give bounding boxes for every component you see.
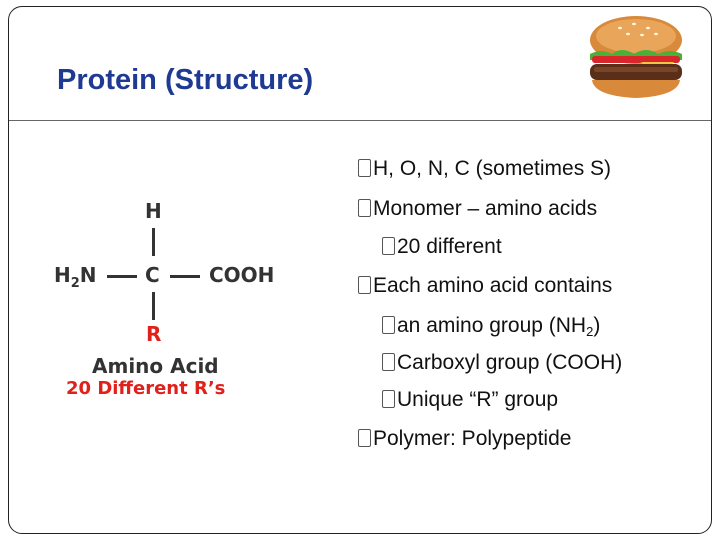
- bullet-glyph-icon: [382, 237, 395, 255]
- bullet-text: H, O, N, C (sometimes S): [373, 157, 612, 180]
- atom-r: R: [146, 322, 162, 346]
- bullet-text: Each amino acid contains: [373, 274, 613, 297]
- bullet-item: Each amino acid contains: [358, 274, 612, 298]
- bullet-text: 20 different: [397, 235, 502, 258]
- h2n-n: N: [79, 263, 97, 287]
- bullet-item: an amino group (NH2): [382, 314, 600, 339]
- bullet-item: H, O, N, C (sometimes S): [358, 157, 611, 181]
- slide-title: Protein (Structure): [57, 64, 314, 96]
- bullet-item: Polymer: Polypeptide: [358, 427, 571, 451]
- atom-c: C: [145, 263, 160, 287]
- hamburger-icon: [590, 16, 682, 98]
- bond-left: [107, 275, 137, 278]
- bullet-item: Carboxyl group (COOH): [382, 351, 622, 375]
- bond-bottom: [152, 292, 155, 320]
- bullet-glyph-icon: [358, 429, 371, 447]
- title-divider: [9, 120, 711, 121]
- bullet-text: an amino group (NH: [397, 314, 587, 337]
- bullet-glyph-icon: [382, 390, 395, 408]
- diagram-caption: Amino Acid: [92, 354, 219, 378]
- bullet-text: Monomer – amino acids: [373, 197, 598, 220]
- bullet-glyph-icon: [358, 199, 371, 217]
- slide-frame: [8, 6, 712, 534]
- h2n-sub: 2: [70, 276, 80, 291]
- bullet-subscript: 2: [586, 324, 594, 339]
- bullet-glyph-icon: [358, 159, 371, 177]
- bullet-text: Carboxyl group (COOH): [397, 351, 623, 374]
- bullet-text: Unique “R” group: [397, 388, 559, 411]
- bullet-item: Unique “R” group: [382, 388, 558, 412]
- atom-h: H: [145, 199, 162, 223]
- h2n-h: H: [54, 263, 71, 287]
- atom-h2n: H2N: [54, 263, 97, 290]
- bullet-text: Polymer: Polypeptide: [373, 427, 572, 450]
- bullet-glyph-icon: [382, 353, 395, 371]
- bullet-text-tail: ): [593, 314, 601, 337]
- bond-top: [152, 228, 155, 256]
- bullet-glyph-icon: [382, 316, 395, 334]
- bullet-item: Monomer – amino acids: [358, 197, 597, 221]
- diagram-subcaption: 20 Different R’s: [66, 378, 226, 399]
- group-cooh: COOH: [209, 263, 275, 287]
- bullet-item: 20 different: [382, 235, 502, 259]
- bullet-glyph-icon: [358, 276, 371, 294]
- bond-right: [170, 275, 200, 278]
